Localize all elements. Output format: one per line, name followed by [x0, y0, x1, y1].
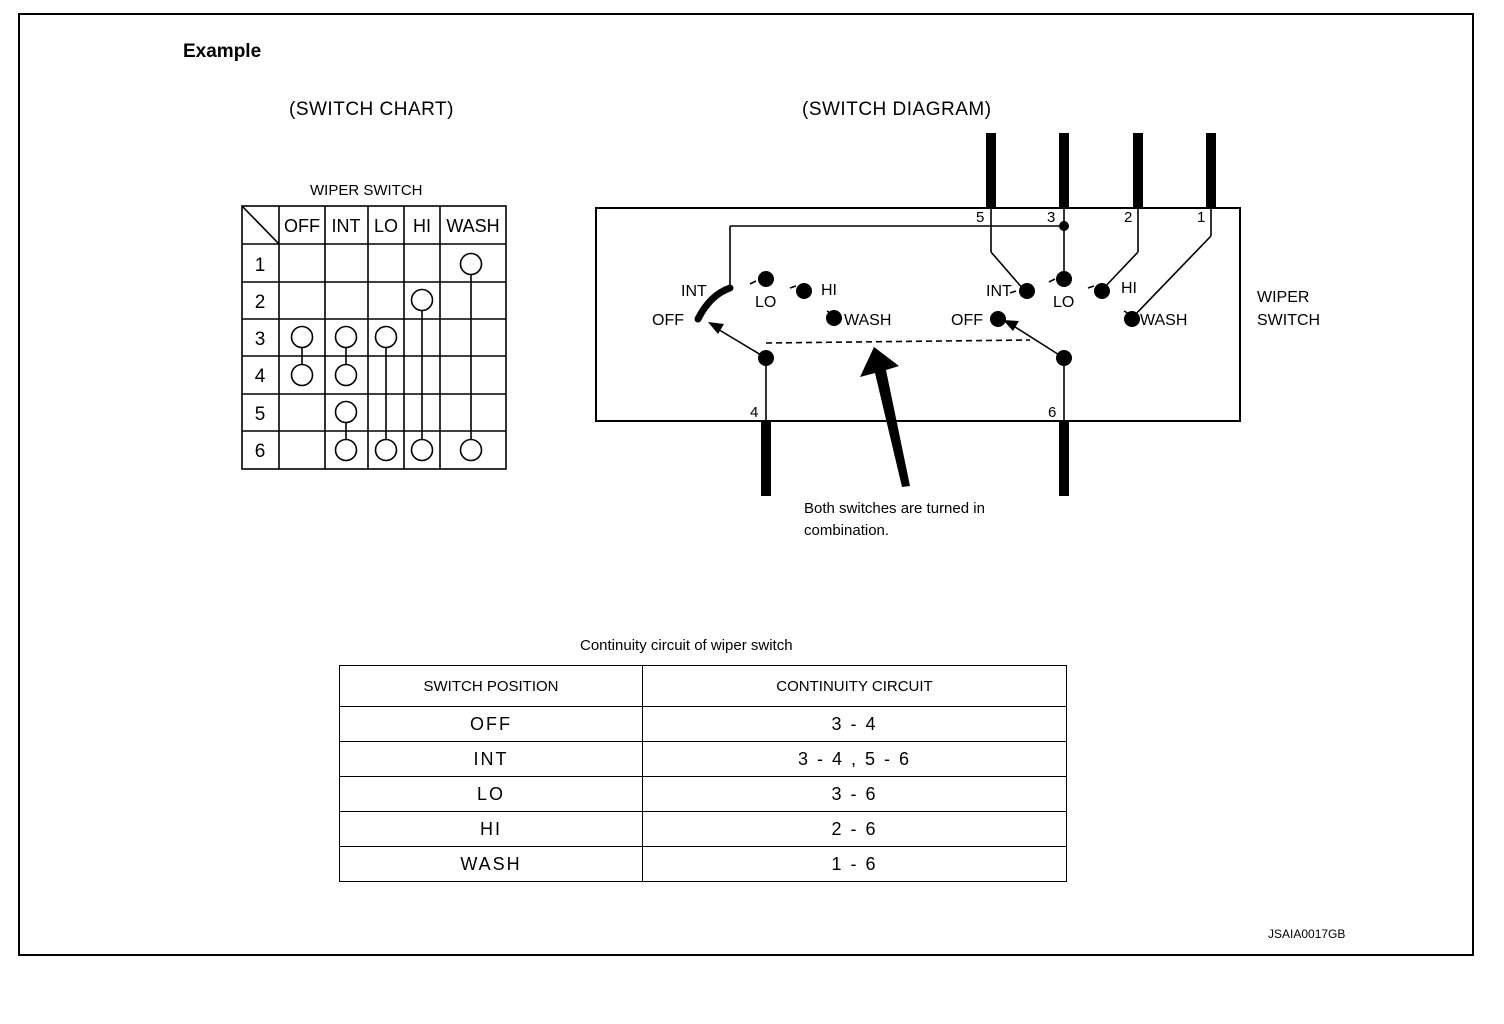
terminal-2-label: 2: [1124, 209, 1132, 226]
chart-dot-int-3: [334, 325, 358, 349]
row-position: OFF: [339, 706, 643, 742]
header-switch-position: SWITCH POSITION: [339, 665, 643, 707]
row-circuit: 3 - 4 , 5 - 6: [642, 741, 1067, 777]
left-pos-int: INT: [681, 283, 707, 300]
row-circuit: 3 - 6: [642, 776, 1067, 812]
right-pos-lo: LO: [1053, 294, 1074, 311]
combination-note-line1: Both switches are turned in: [804, 500, 985, 517]
left-pos-wash: WASH: [844, 312, 891, 329]
chart-dot-hi-2: [410, 288, 434, 312]
terminal-5-label: 5: [976, 209, 984, 226]
chart-row-2: 2: [255, 292, 266, 313]
header-continuity-circuit: CONTINUITY CIRCUIT: [642, 665, 1067, 707]
terminal-3-lead: [1059, 133, 1069, 208]
terminal-1-label: 1: [1197, 209, 1205, 226]
chart-dot-lo-3: [374, 325, 398, 349]
chart-dot-wash-6: [459, 438, 483, 462]
chart-dot-off-4: [290, 363, 314, 387]
chart-col-int: INT: [332, 216, 361, 236]
row-circuit: 1 - 6: [642, 846, 1067, 882]
example-heading: Example: [183, 41, 262, 62]
terminal-5-lead: [986, 133, 996, 208]
terminal-3-label: 3: [1047, 209, 1055, 226]
right-pos-off: OFF: [951, 312, 983, 329]
continuity-caption: Continuity circuit of wiper switch: [580, 637, 793, 654]
chart-row-1: 1: [255, 255, 266, 276]
terminal-6-label: 6: [1048, 404, 1056, 421]
right-pos-hi: HI: [1121, 280, 1137, 297]
switch-diagram-title: (SWITCH DIAGRAM): [802, 99, 992, 120]
row-position: WASH: [339, 846, 643, 882]
combination-note-line2: combination.: [804, 522, 889, 539]
terminal-6-lead: [1059, 421, 1069, 496]
row-circuit: 3 - 4: [642, 706, 1067, 742]
chart-dot-hi-6: [410, 438, 434, 462]
table-row: OFF 3 - 4: [339, 706, 1067, 742]
switch-diagram: 5 3 2 1 4 6: [595, 133, 1320, 539]
chart-dot-lo-6: [374, 438, 398, 462]
chart-dot-int-5: [334, 400, 358, 424]
chart-col-lo: LO: [374, 216, 398, 236]
terminal-4-lead: [761, 421, 771, 496]
row-position: INT: [339, 741, 643, 777]
left-pos-off: OFF: [652, 312, 684, 329]
chart-col-off: OFF: [284, 216, 320, 236]
row-position: LO: [339, 776, 643, 812]
table-row: LO 3 - 6: [339, 776, 1067, 812]
chart-row-3: 3: [255, 329, 266, 350]
table-row: WASH 1 - 6: [339, 846, 1067, 882]
figure-code: JSAIA0017GB: [1268, 927, 1346, 941]
figure-frame: [18, 13, 1474, 956]
chart-row-6: 6: [255, 441, 266, 462]
switch-chart-title: (SWITCH CHART): [289, 99, 454, 120]
table-header-row: SWITCH POSITION CONTINUITY CIRCUIT: [339, 665, 1067, 707]
terminal-1-lead: [1206, 133, 1216, 208]
right-pos-wash: WASH: [1140, 312, 1187, 329]
chart-col-hi: HI: [413, 216, 431, 236]
chart-dot-off-3: [290, 325, 314, 349]
wiper-switch-label-line1: WIPER: [1257, 289, 1309, 306]
chart-row-4: 4: [255, 366, 266, 387]
chart-col-wash: WASH: [446, 216, 499, 236]
terminal-4-label: 4: [750, 404, 758, 421]
switch-chart-caption: WIPER SWITCH: [310, 182, 423, 199]
table-row: HI 2 - 6: [339, 811, 1067, 847]
chart-dot-int-4: [334, 363, 358, 387]
switch-chart-grid: [241, 205, 507, 470]
combination-arrow: [860, 347, 910, 487]
chart-dot-int-6: [334, 438, 358, 462]
chart-row-5: 5: [255, 404, 266, 425]
row-position: HI: [339, 811, 643, 847]
continuity-table: SWITCH POSITION CONTINUITY CIRCUIT OFF 3…: [339, 665, 1067, 882]
right-pos-int: INT: [986, 283, 1012, 300]
terminal-2-lead: [1133, 133, 1143, 208]
table-row: INT 3 - 4 , 5 - 6: [339, 741, 1067, 777]
left-pos-hi: HI: [821, 282, 837, 299]
row-circuit: 2 - 6: [642, 811, 1067, 847]
left-pos-lo: LO: [755, 294, 776, 311]
int-off-contact-arc: [694, 284, 734, 323]
chart-dot-wash-1: [459, 252, 483, 276]
wiper-switch-label-line2: SWITCH: [1257, 312, 1320, 329]
